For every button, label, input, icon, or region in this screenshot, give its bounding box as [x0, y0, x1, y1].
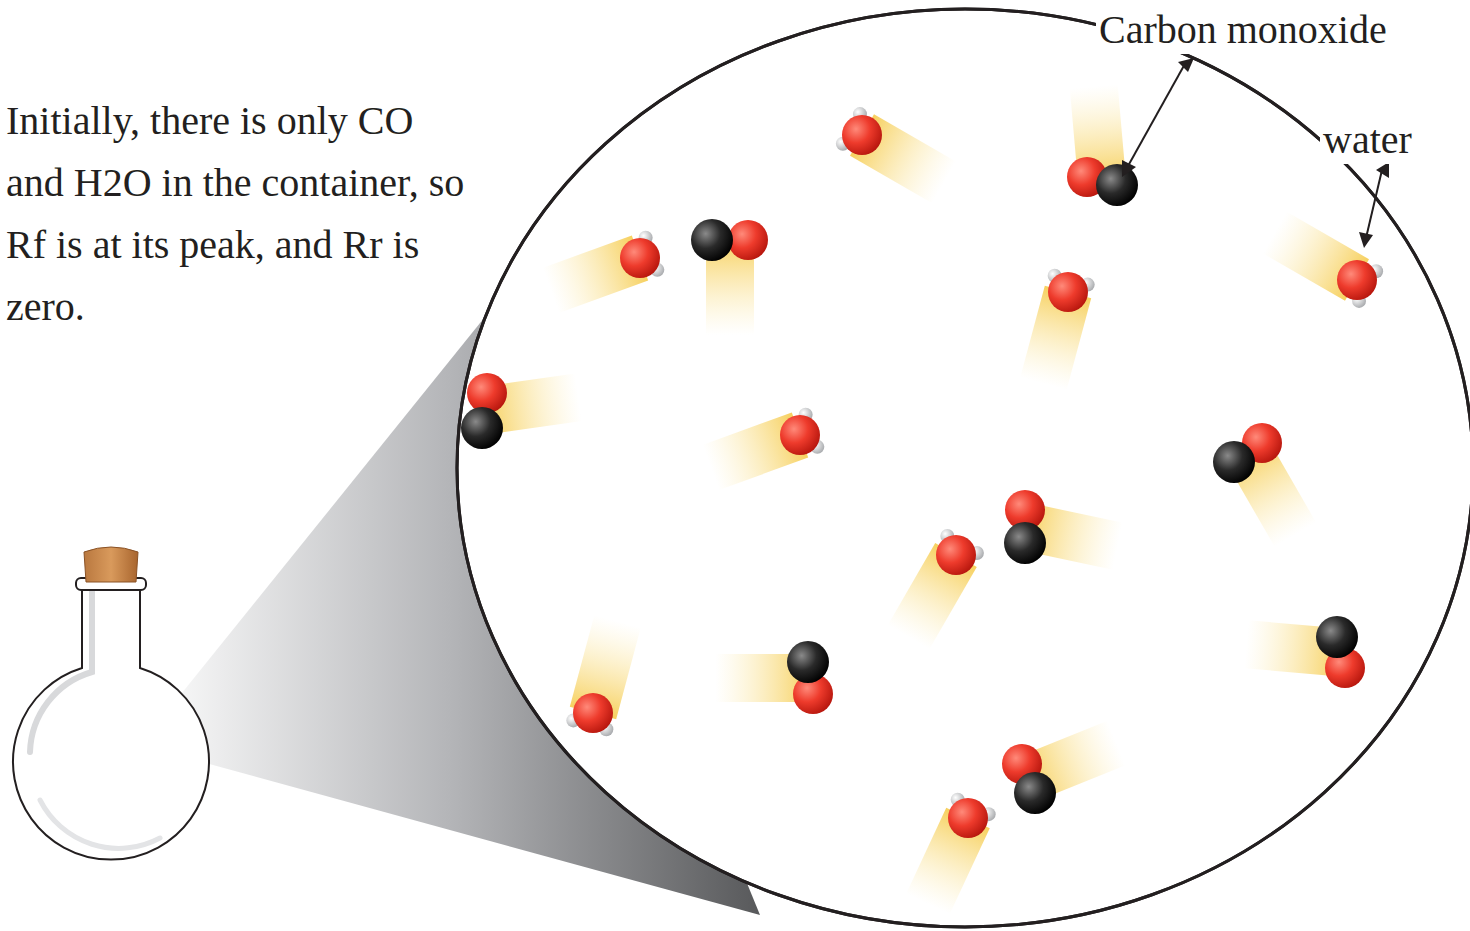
water-molecule: [620, 231, 664, 278]
carbon-monoxide-molecule: [787, 641, 833, 714]
flask: [13, 547, 209, 860]
carbon-monoxide-molecule: [461, 373, 507, 449]
carbon-monoxide-molecule: [1004, 490, 1046, 564]
carbon-monoxide-label: Carbon monoxide: [1096, 6, 1390, 54]
zoom-circle: [457, 9, 1470, 927]
zoom-circle-rim: [457, 9, 1470, 927]
carbon-monoxide-molecule: [1213, 423, 1282, 483]
carbon-monoxide-molecule: [1067, 157, 1138, 206]
water-molecule: [836, 107, 882, 155]
carbon-monoxide-molecule: [1002, 744, 1056, 814]
water-label: water: [1320, 116, 1415, 164]
water-molecule: [936, 529, 984, 575]
water-molecule: [1337, 260, 1383, 308]
water-molecule: [780, 408, 824, 455]
water-molecule: [1048, 269, 1095, 312]
carbon-monoxide-molecule: [691, 219, 768, 261]
caption-note: Initially, there is only CO and H2O in t…: [6, 90, 466, 338]
molecules: [461, 84, 1383, 914]
carbon-monoxide-molecule: [1316, 616, 1365, 688]
water-molecule: [948, 793, 996, 838]
water-molecule: [566, 693, 613, 736]
